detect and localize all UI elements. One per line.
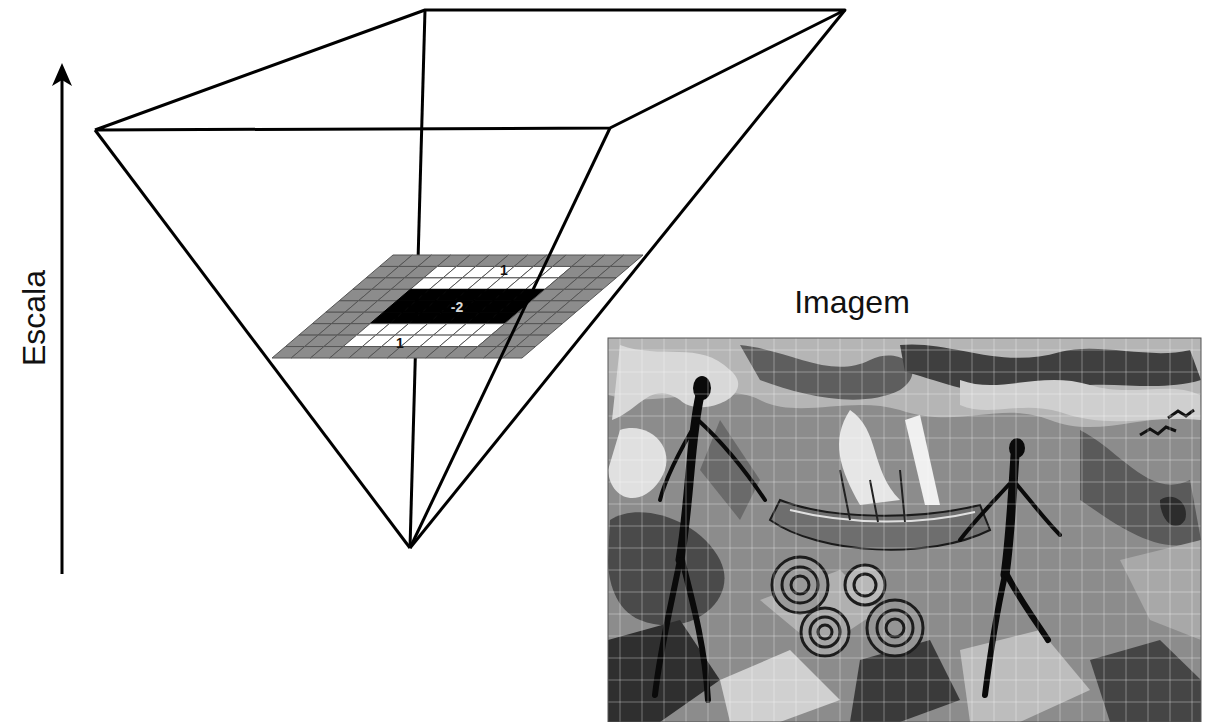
axis-label: Escala [18, 270, 50, 366]
filter-cell [583, 278, 616, 289]
scale-arrow [52, 63, 72, 574]
filter-grid [272, 255, 643, 358]
filter-cell [570, 289, 603, 300]
mosaic-image [608, 338, 1201, 722]
filter-weight: 1 [500, 263, 508, 277]
filter-cell [610, 255, 643, 266]
filter-cell [530, 324, 563, 335]
filter-cell [503, 347, 536, 358]
pyramid-frame [95, 10, 845, 548]
image-border [608, 338, 1201, 722]
pyramid-edge [410, 128, 610, 548]
filter-weight: 1 [396, 336, 404, 350]
filter-cell [557, 301, 590, 312]
image-title: Imagem [794, 286, 910, 318]
filter-weight: -2 [451, 300, 463, 314]
filter-cell [597, 266, 630, 277]
filter-cell [516, 335, 549, 346]
filter-cell [543, 312, 576, 323]
